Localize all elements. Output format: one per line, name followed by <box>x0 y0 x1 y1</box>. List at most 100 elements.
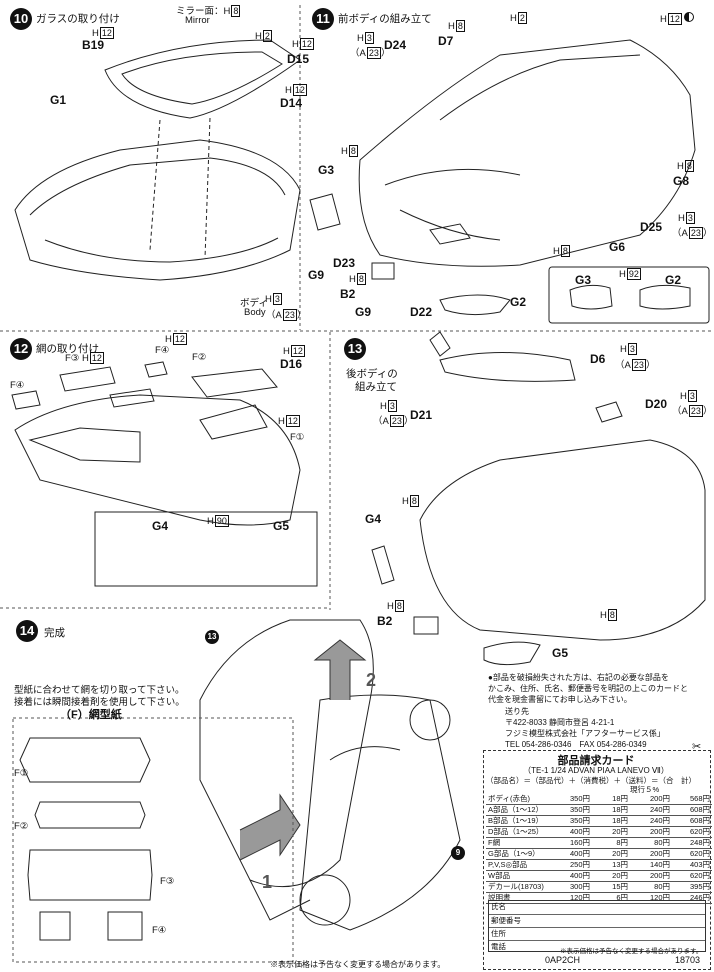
cost-cell: 15円 <box>592 881 630 893</box>
template-note-1: 型紙に合わせて網を切り取って下さい。 <box>14 685 185 696</box>
step-12-title: 網の取り付け <box>36 343 99 355</box>
cost-cell: 400円 <box>552 848 592 860</box>
step-10-title: ガラスの取り付け <box>36 13 120 25</box>
cost-cell: 620円 <box>672 826 712 838</box>
part-b2-front: B2 <box>340 287 356 301</box>
cost-cell: 8円 <box>592 837 630 849</box>
cost-cell: 120円 <box>552 892 592 904</box>
order-intro: ●部品を破損紛失された方は、右記の必要な部品を かこみ、住所、氏名、郵便番号を明… <box>488 673 688 704</box>
cost-cell: 240円 <box>630 815 672 827</box>
cost-cell: 608円 <box>672 815 712 827</box>
cost-cell: 20円 <box>592 848 630 860</box>
part-g2: G2 <box>510 295 527 309</box>
cost-cell: 13円 <box>592 859 630 871</box>
order-price-note: ※表示価格は予告なく変更する場合があります。 <box>560 948 703 955</box>
scissors-icon: ✂ <box>692 741 702 753</box>
cost-cell: 80円 <box>630 881 672 893</box>
order-card-title: 部品請求カード <box>557 755 635 767</box>
order-tax-note: 現行５% <box>630 785 660 794</box>
part-d23: D23 <box>333 256 356 270</box>
part-d15: D15 <box>287 52 310 66</box>
template-note-2: 接着には瞬間接着剤を使用して下さい。 <box>14 697 185 708</box>
address-field[interactable]: 住所 <box>489 928 705 941</box>
order-code: 0AP2CH <box>545 955 581 965</box>
cost-cell: 240円 <box>630 804 672 816</box>
order-card-header: （部品名）＝（部品代）＋（消費税）＋（送料）＝（合 計） <box>486 776 696 785</box>
template-f1: F① <box>14 768 29 779</box>
ref-9-badge: 9 <box>451 846 465 860</box>
part-d16: D16 <box>280 357 303 371</box>
mirror-en: Mirror <box>185 15 210 26</box>
cost-cell: 200円 <box>630 870 672 882</box>
body-label: ボディ <box>240 298 268 309</box>
cost-cell: 20円 <box>592 826 630 838</box>
cost-cell: 140円 <box>630 859 672 871</box>
cost-cell: ボディ(赤色) <box>486 794 552 805</box>
cost-cell: 80円 <box>630 837 672 849</box>
template-f2: F② <box>14 821 29 832</box>
arrow-2-label: 2 <box>366 670 377 690</box>
cost-cell: 200円 <box>630 794 672 805</box>
cost-cell: 説明書 <box>486 892 552 904</box>
cost-cell: 350円 <box>552 815 592 827</box>
step-14-badge: 14 <box>16 620 38 642</box>
part-d24: D24 <box>384 38 407 52</box>
step-13-title-2: 組み立て <box>355 381 397 393</box>
step-11-badge: 11 <box>312 8 334 30</box>
part-d20: D20 <box>645 397 668 411</box>
cost-cell: W部品 <box>486 870 552 882</box>
inset-g4: G4 <box>152 519 169 533</box>
ref-13-badge: 13 <box>205 630 219 644</box>
footer-note: ※表示価格は予告なく変更する場合があります。 <box>270 960 446 969</box>
cost-cell: 620円 <box>672 848 712 860</box>
postal-field[interactable]: 郵便番号 <box>489 915 705 928</box>
f1-label: F① <box>290 432 305 443</box>
cost-cell: 400円 <box>552 870 592 882</box>
cost-cell: 20円 <box>592 870 630 882</box>
cost-cell: デカール(18703) <box>486 881 552 893</box>
part-d21: D21 <box>410 408 433 422</box>
cost-cell: 200円 <box>630 826 672 838</box>
name-field[interactable]: 氏名 <box>489 901 705 915</box>
cost-cell: A部品（1〜12） <box>486 804 552 816</box>
body-en: Body <box>244 307 266 318</box>
phone-field[interactable]: 電話 <box>491 942 506 951</box>
part-g9b: G9 <box>355 305 372 319</box>
cost-cell: 395円 <box>672 881 712 893</box>
cost-cell: 18円 <box>592 794 630 805</box>
part-g1: G1 <box>50 93 67 107</box>
cost-cell: D部品（1〜25） <box>486 826 552 838</box>
template-f4: F④ <box>152 925 167 936</box>
part-g3: G3 <box>318 163 335 177</box>
part-b2-rear: B2 <box>377 614 393 628</box>
template-f3: F③ <box>160 876 175 887</box>
